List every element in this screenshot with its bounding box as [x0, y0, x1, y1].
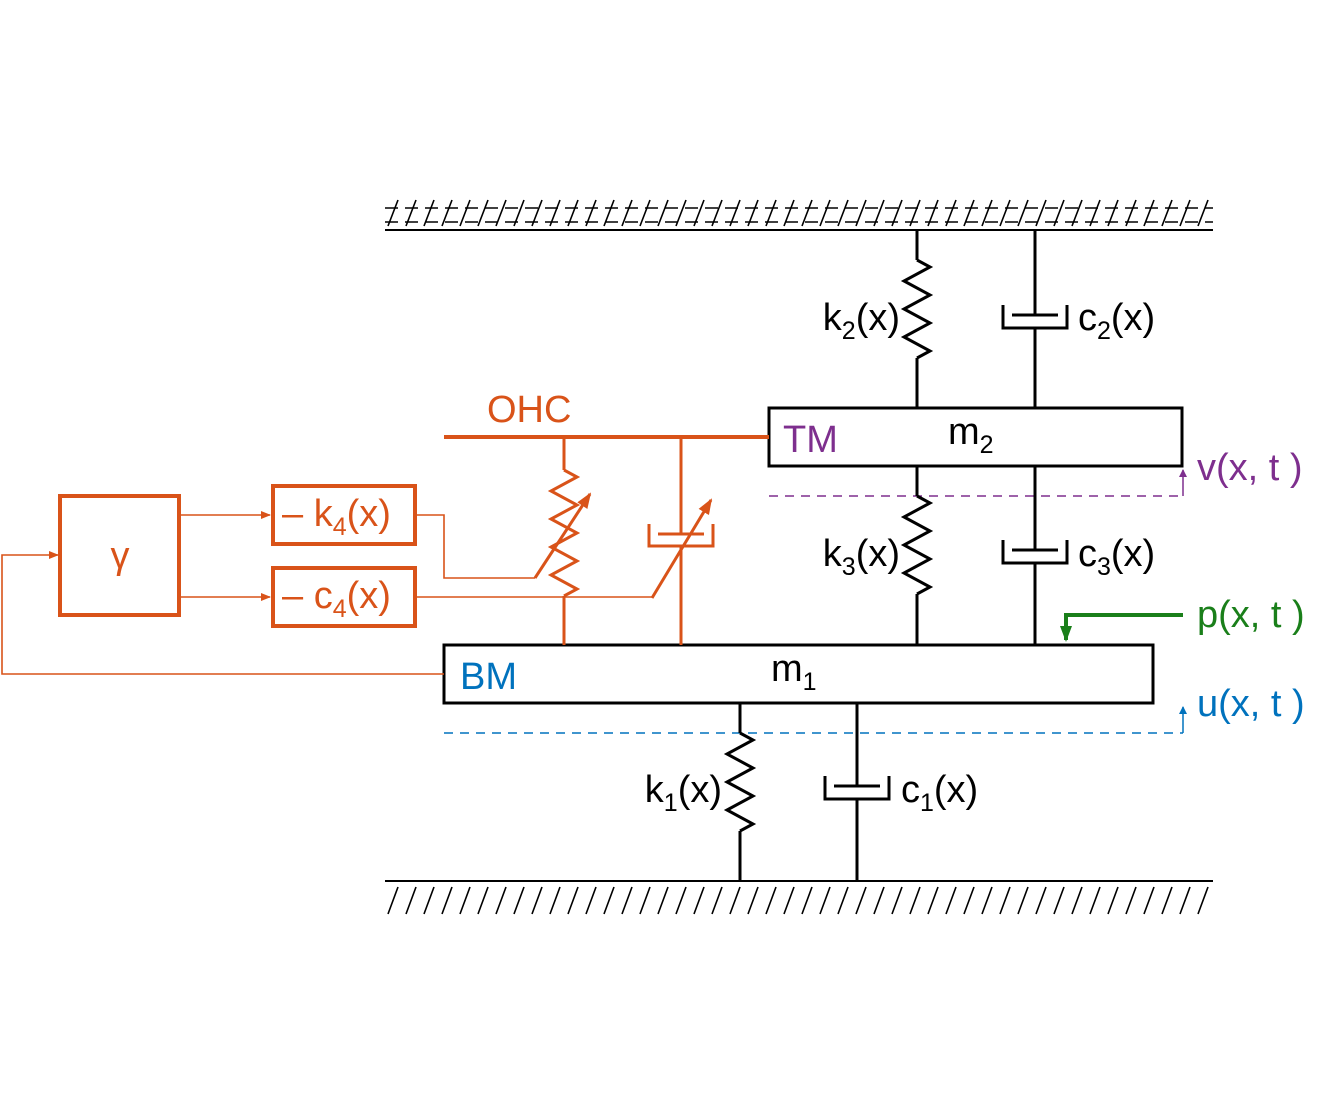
top-ground: [385, 199, 1213, 231]
bottom-ground-hatch-diagonals: [387, 886, 1209, 915]
damper-c3: [1001, 466, 1069, 645]
top-ground-hatch-diagonals: [387, 199, 1209, 227]
spring-k3-label: k3(x): [823, 533, 900, 581]
pressure-force-label: p(x, t ): [1197, 594, 1305, 636]
spring-k1: [723, 703, 757, 881]
tm-label: TM: [783, 419, 838, 461]
bm-label: BM: [460, 656, 517, 698]
top-ground-hatch: [385, 207, 1213, 223]
tm-mass-label: m2: [948, 411, 994, 459]
bottom-ground: [385, 880, 1213, 915]
ohc-label: OHC: [487, 389, 571, 431]
spring-k2: [900, 230, 934, 408]
k4-gain-block: [271, 484, 417, 546]
ohc-variable-spring: [533, 437, 592, 645]
c4-gain-block: [271, 566, 417, 628]
damper-c2-label: c2(x): [1078, 297, 1155, 345]
spring-k2-label: k2(x): [823, 297, 900, 345]
damper-c3-label: c3(x): [1078, 533, 1155, 581]
spring-k1-label: k1(x): [645, 769, 722, 817]
pressure-force-arrow: [1060, 613, 1183, 642]
c4-gain-label: – c4(x): [282, 575, 391, 623]
damper-c1-label: c1(x): [901, 769, 978, 817]
damper-c2: [1001, 230, 1069, 408]
gamma-label: γ: [111, 535, 130, 577]
spring-k3: [900, 466, 934, 645]
damper-c1: [823, 703, 891, 881]
bm-mass-block: [442, 643, 1155, 705]
ohc-variable-damper: [647, 437, 715, 645]
feedback-wires: [1, 511, 652, 675]
bm-displacement-label: u(x, t ): [1197, 683, 1305, 725]
tm-displacement-label: v(x, t ): [1197, 447, 1303, 489]
k4-gain-label: – k4(x): [282, 493, 391, 541]
bm-mass-label: m1: [771, 648, 817, 696]
gamma-gain-block: [58, 494, 181, 617]
